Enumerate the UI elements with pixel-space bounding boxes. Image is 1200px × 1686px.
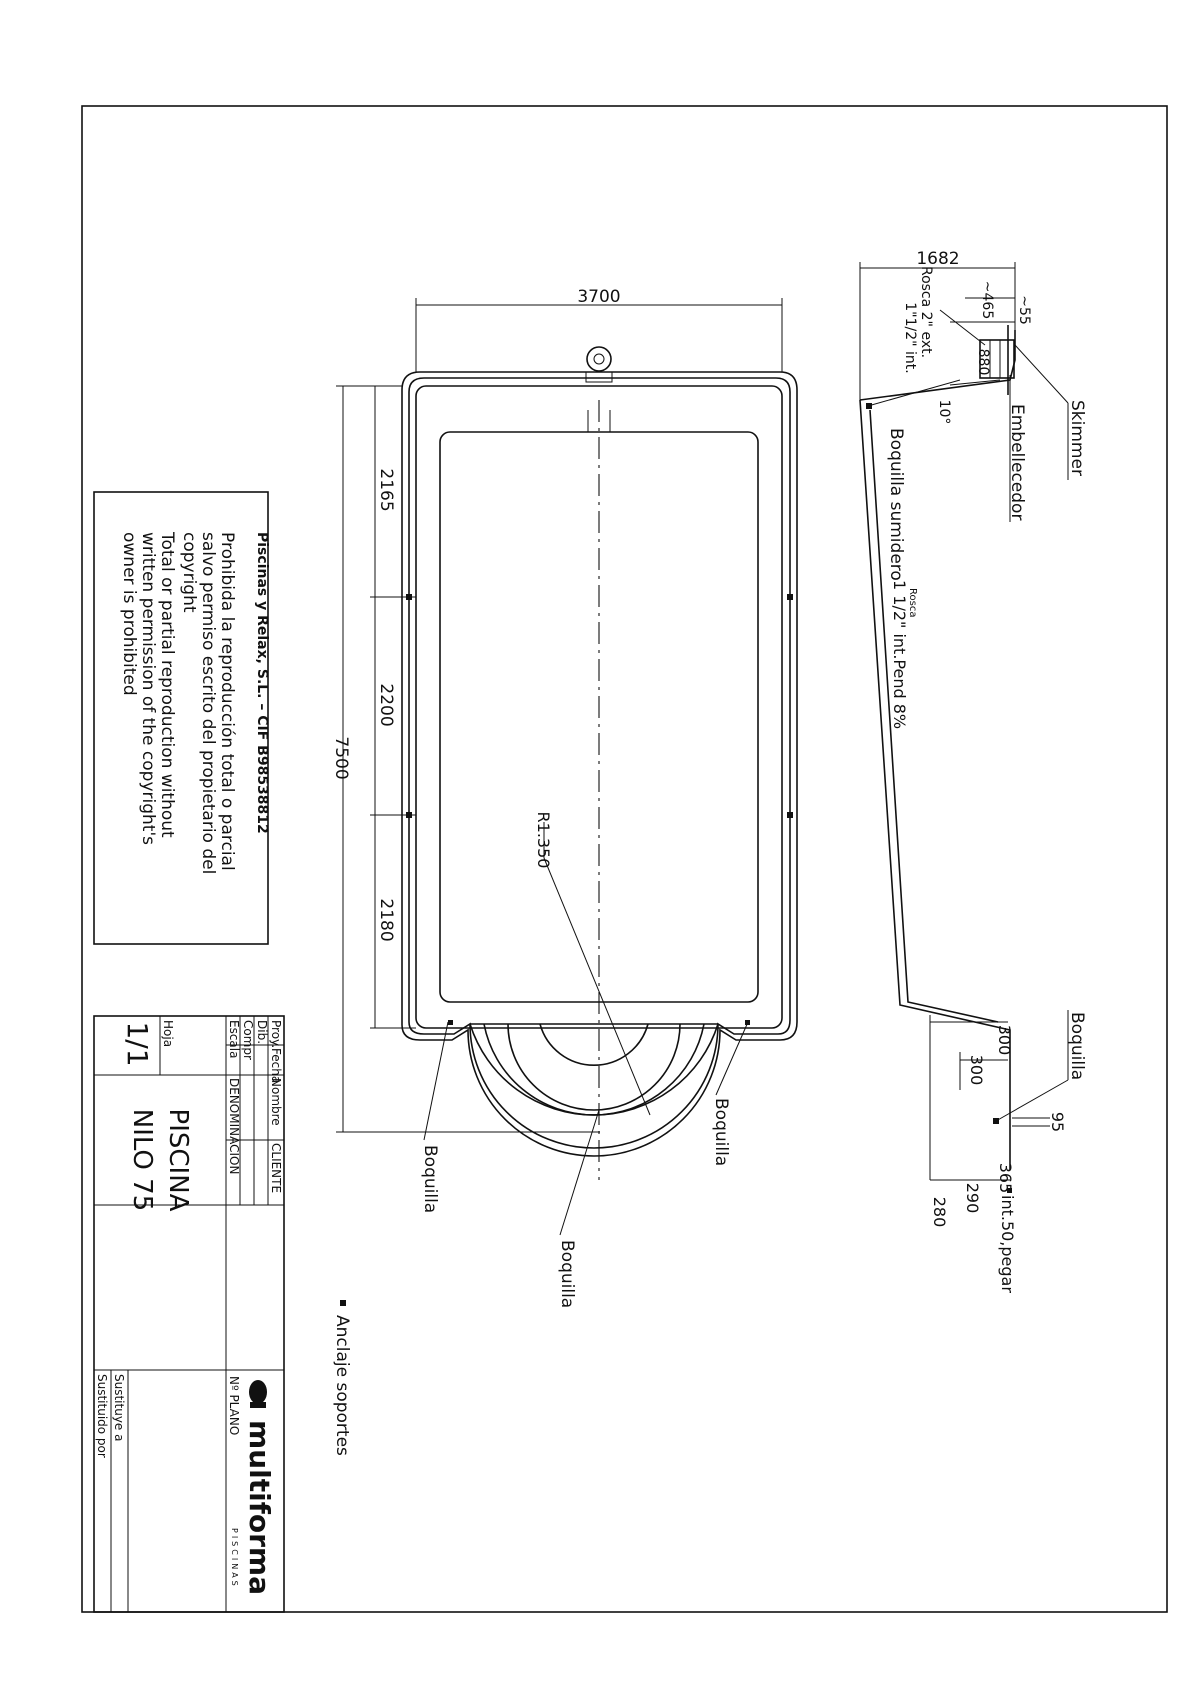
label-rosca-small: Rosca [907, 588, 918, 617]
pool-section-view: 1682 ~465 ~55 880 Rosca 2" ext. 1"1/2" i… [859, 249, 1087, 1293]
legend-anclaje-soportes: Anclaje soportes [332, 1315, 352, 1456]
tb-logo: multiforma [243, 1420, 276, 1595]
label-boquilla-right: Boquilla [711, 1098, 731, 1166]
tb-dib: Dib. [255, 1020, 269, 1044]
dim-section-1682: 1682 [916, 249, 959, 269]
label-embellecedor: Embellecedor [1007, 404, 1027, 520]
dim-width: 3700 [577, 287, 620, 307]
dim-seg1: 2165 [376, 468, 396, 511]
copyright-box: Piscinas y Relax, S.L. – CIF B98538812 P… [93, 491, 270, 945]
tb-model: NILO 75 [127, 1109, 157, 1212]
dim-section-365: 365 [996, 1163, 1015, 1194]
title-block: Proy. Dib. Compr Escala Fecha Nombre CLI… [93, 1015, 285, 1613]
label-rosca-int: 1"1/2" int. [902, 302, 918, 373]
label-int-pegar: int.50,pegar [998, 1195, 1017, 1293]
tb-title: PISCINA [163, 1109, 193, 1212]
dim-section-95: 95 [1048, 1112, 1067, 1132]
copyright-en-3: owner is prohibited [119, 532, 139, 696]
dim-section-55: ~55 [1016, 295, 1032, 325]
tb-n-plano: Nº PLANO [227, 1376, 241, 1435]
tb-fecha: Fecha [269, 1048, 283, 1083]
dim-section-angle: 10° [936, 400, 952, 425]
dim-section-280: 280 [930, 1197, 949, 1228]
label-boquilla-sumidero: Boquilla sumidero [886, 428, 906, 581]
label-boquilla-left: Boquilla [420, 1145, 440, 1213]
copyright-en-2: written permission of the copyright's [138, 532, 158, 845]
tb-escala: Escala [227, 1020, 241, 1058]
dim-radius: R1.350 [534, 812, 553, 869]
multiforma-logo: multiforma PISCINAS [230, 1380, 276, 1595]
tb-denominacion: DENOMINACION [227, 1078, 241, 1174]
skimmer-symbol [586, 346, 612, 372]
copyright-company: Piscinas y Relax, S.L. – CIF B98538812 [254, 532, 270, 834]
dim-seg2: 2200 [376, 683, 396, 726]
label-skimmer: Skimmer [1067, 400, 1087, 476]
tb-sustituye: Sustituye a [112, 1374, 126, 1441]
copyright-en-1: Total or partial reproduction without [157, 531, 177, 838]
tb-nombre: Nombre [269, 1078, 283, 1126]
dim-length: 7500 [331, 736, 351, 779]
label-boquilla-center: Boquilla [557, 1240, 577, 1308]
pool-plan-view: 3700 7500 2165 2200 2180 R1.350 Boquilla… [331, 287, 798, 1308]
tb-sustituido: Sustituido por [95, 1374, 109, 1458]
copyright-es-2: salvo permiso escrito del propietario de… [198, 532, 218, 874]
label-sumidero-spec: 1 1/2" int.Pend 8% [890, 580, 909, 729]
tb-hoja: Hoja [161, 1020, 175, 1047]
dim-section-300a: 300 [995, 1025, 1014, 1056]
tb-sheet: 1/1 [121, 1021, 154, 1066]
copyright-es-1: Prohibida la reproducción total o parcia… [217, 532, 237, 871]
tb-logo-sub: PISCINAS [230, 1528, 239, 1589]
dim-section-300b: 300 [967, 1055, 986, 1086]
dim-section-290: 290 [963, 1183, 982, 1214]
sheet-border [81, 105, 1168, 1613]
dim-seg3: 2180 [376, 898, 396, 941]
tb-cliente: CLIENTE [269, 1143, 283, 1193]
dim-section-880: 880 [975, 349, 991, 376]
copyright-es-3: copyright [179, 532, 199, 613]
label-boquilla-section: Boquilla [1067, 1012, 1087, 1080]
dim-section-465: ~465 [979, 281, 995, 319]
tb-compr: Compr [241, 1020, 255, 1060]
tb-proy: Proy. [269, 1020, 283, 1048]
label-rosca-ext: Rosca 2" ext. [918, 266, 934, 358]
